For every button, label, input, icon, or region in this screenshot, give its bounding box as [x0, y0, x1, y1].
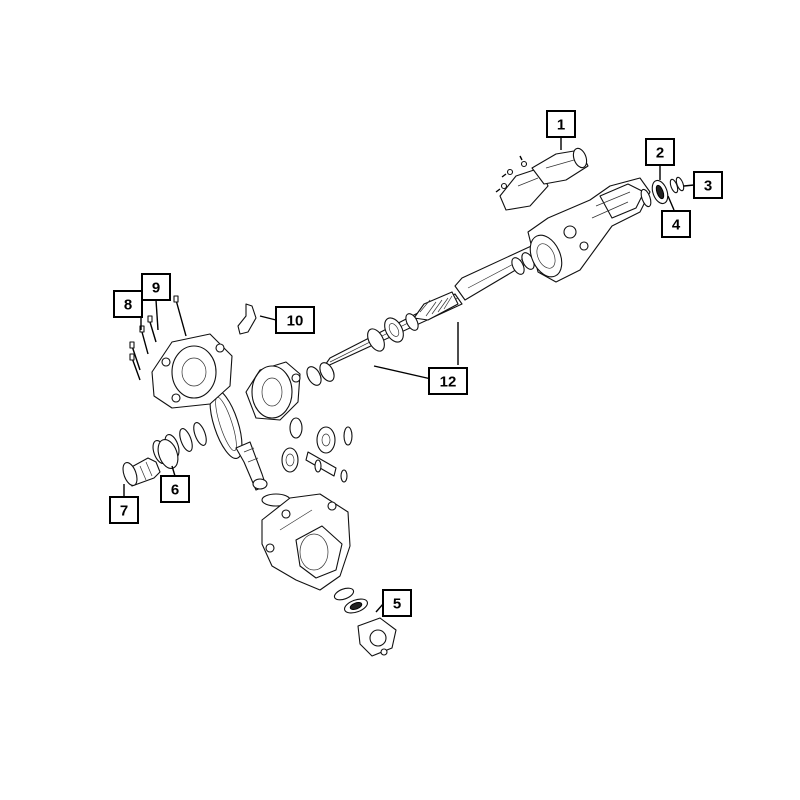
- callout-box: [428, 367, 468, 395]
- callout-box: [645, 138, 675, 166]
- callout-7[interactable]: 7: [109, 496, 139, 524]
- callout-8[interactable]: 8: [113, 290, 143, 318]
- callout-box: [160, 475, 190, 503]
- callout-3[interactable]: 3: [693, 171, 723, 199]
- callout-label: 12: [440, 374, 457, 391]
- callout-10[interactable]: 10: [275, 306, 315, 334]
- actuator-assembly: [495, 147, 589, 211]
- callout-12[interactable]: 12: [428, 367, 468, 395]
- callout-label: 4: [672, 217, 681, 234]
- pinion-seal-flange: [333, 587, 397, 657]
- callout-box: [661, 210, 691, 238]
- callout-9[interactable]: 9: [141, 273, 171, 301]
- callout-6[interactable]: 6: [160, 475, 190, 503]
- differential-gears: [281, 417, 353, 483]
- callout-label: 8: [124, 297, 132, 314]
- callout-label: 7: [120, 503, 128, 520]
- callout-label: 1: [557, 117, 565, 134]
- left-housing-cover: [151, 333, 233, 409]
- axle-housing: [261, 493, 351, 591]
- callout-box: [275, 306, 315, 334]
- stub-shaft: [122, 457, 161, 487]
- callout-label: 5: [393, 596, 401, 613]
- tube-seal-and-rings: [640, 176, 685, 208]
- callout-box: [546, 110, 576, 138]
- callout-label: 2: [656, 145, 664, 162]
- housing-bolts: [129, 295, 187, 381]
- callout-4[interactable]: 4: [661, 210, 691, 238]
- callout-box: [382, 589, 412, 617]
- callout-label: 10: [287, 313, 304, 330]
- differential-case: [245, 361, 301, 421]
- vent-hose: [237, 303, 257, 335]
- shaft-spline: [413, 291, 459, 321]
- callout-box: [693, 171, 723, 199]
- callout-2[interactable]: 2: [645, 138, 675, 166]
- shaft-rings: [306, 252, 535, 386]
- pinion-gear: [235, 441, 268, 491]
- callout-1[interactable]: 1: [546, 110, 576, 138]
- callout-label: 3: [704, 178, 712, 195]
- callout-label: 6: [171, 482, 179, 499]
- callout-box: [113, 290, 143, 318]
- callout-5[interactable]: 5: [382, 589, 412, 617]
- callout-box: [109, 496, 139, 524]
- callout-label: 9: [152, 280, 160, 297]
- callout-box: [141, 273, 171, 301]
- right-axle-tube-housing: [527, 177, 651, 283]
